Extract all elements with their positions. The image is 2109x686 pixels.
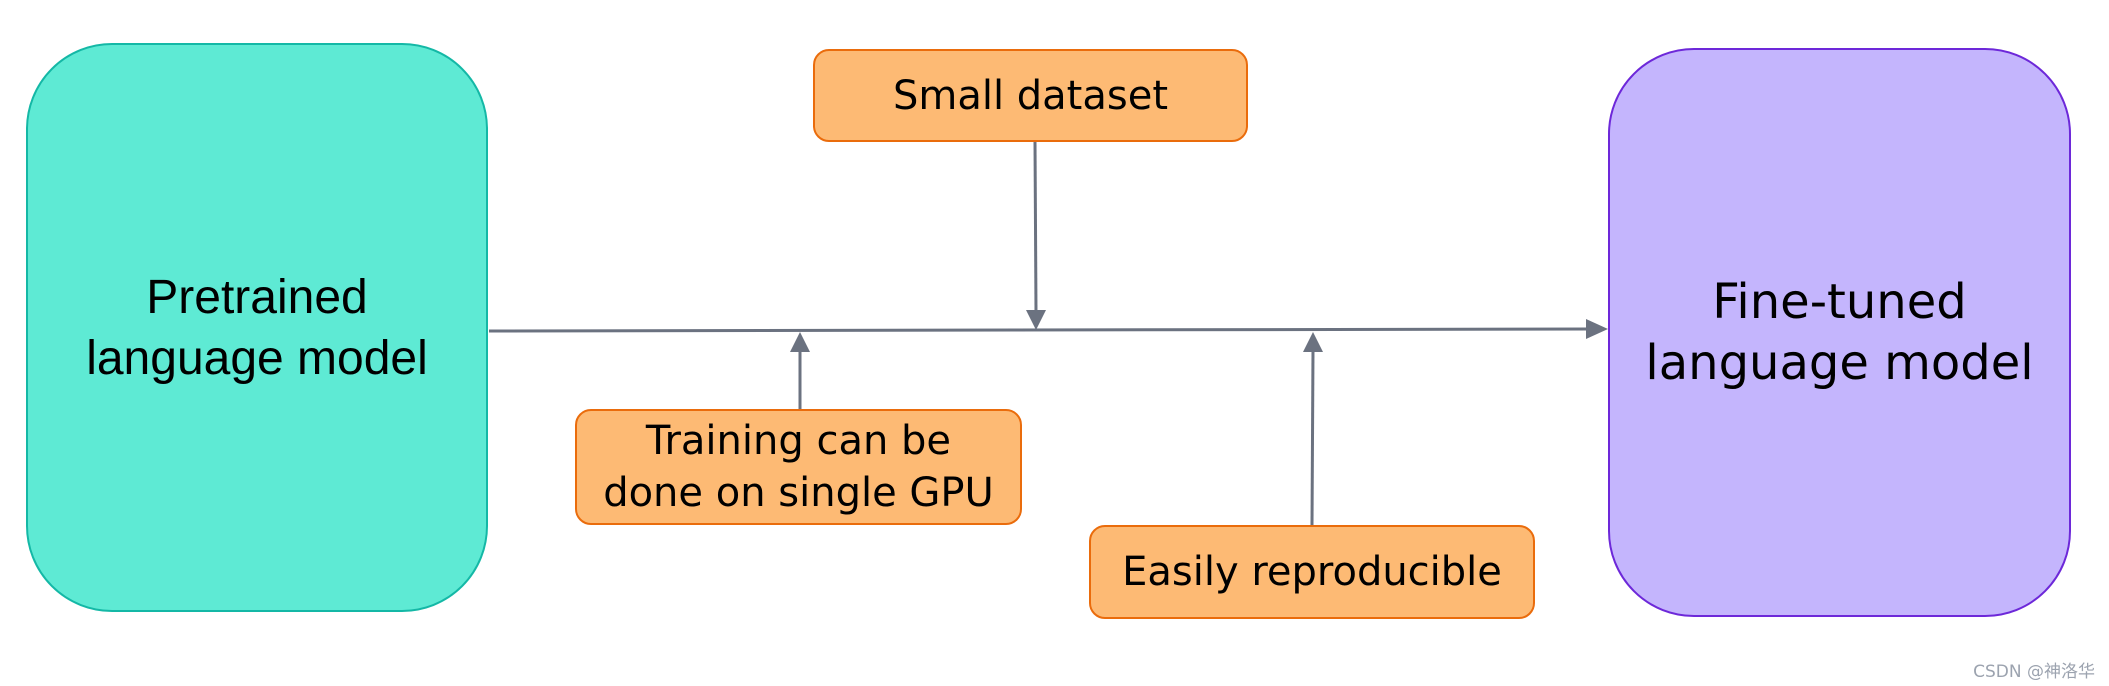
small-dataset-label: Small dataset: [892, 72, 1169, 119]
reproducible-label: Easily reproducible: [1122, 549, 1502, 595]
single-gpu-box: Training can be done on single GPU: [575, 409, 1022, 525]
small-dataset-box: Small dataset: [813, 49, 1248, 142]
reproducible-arrowhead: [1303, 332, 1323, 352]
pretrained-model-box: Pretrained language model: [26, 43, 488, 612]
reproducible-arrow: [1310, 349, 1315, 526]
main-flow-arrow: [488, 327, 1591, 333]
pretrained-model-label: Pretrained language model: [86, 270, 428, 385]
training-arrowhead: [790, 332, 810, 352]
watermark: CSDN @神洛华: [1973, 662, 2095, 682]
small-dataset-arrow: [1033, 141, 1038, 313]
fine-tuned-model-label: Fine-tuned language model: [1645, 273, 2034, 391]
reproducible-box: Easily reproducible: [1089, 525, 1535, 619]
small-dataset-arrowhead: [1026, 310, 1046, 330]
single-gpu-label: Training can be done on single GPU: [603, 418, 994, 516]
fine-tuned-model-box: Fine-tuned language model: [1608, 48, 2071, 617]
main-flow-arrowhead: [1586, 319, 1608, 339]
